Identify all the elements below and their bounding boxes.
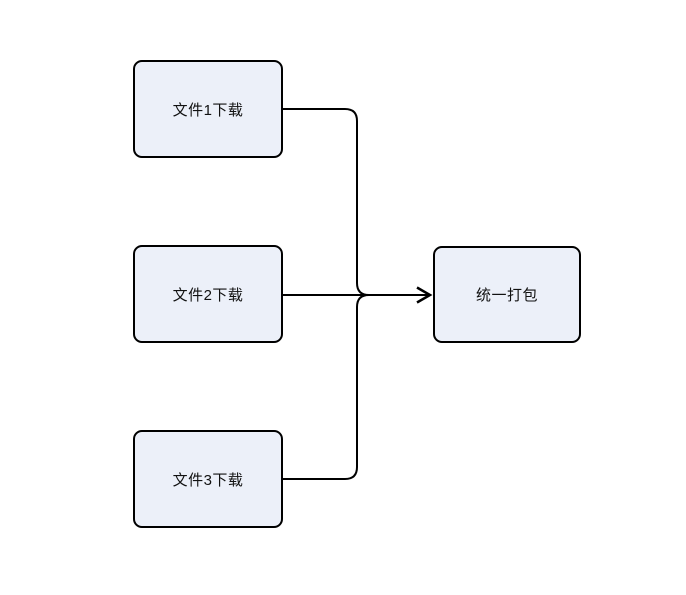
edge-file3-to-pack bbox=[283, 294, 370, 480]
arrowhead-icon bbox=[416, 286, 433, 304]
node-unified-packaging: 统一打包 bbox=[433, 246, 581, 343]
node-file3-download: 文件3下载 bbox=[133, 430, 283, 528]
node-file1-download: 文件1下载 bbox=[133, 60, 283, 158]
node-label: 统一打包 bbox=[475, 287, 538, 304]
node-label: 文件1下载 bbox=[172, 101, 244, 119]
node-file2-download: 文件2下载 bbox=[133, 245, 283, 343]
edge-file1-to-pack bbox=[283, 108, 370, 296]
node-label: 文件3下载 bbox=[172, 471, 244, 489]
node-label: 文件2下载 bbox=[172, 286, 244, 304]
